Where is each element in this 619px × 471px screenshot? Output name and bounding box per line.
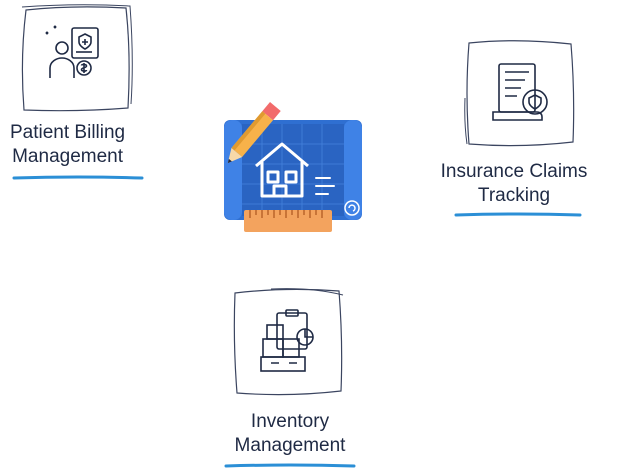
inventory-line1: Inventory <box>250 411 330 432</box>
sketch-frame <box>464 40 575 147</box>
insurance-claims-card <box>463 38 575 148</box>
patient-billing-line1: Patient Billing <box>10 122 126 143</box>
insurance-claims-line1: Insurance Claims <box>440 161 588 182</box>
insurance-claims-line2: Tracking <box>477 185 551 206</box>
inventory-label: Inventory Management <box>220 410 360 458</box>
blueprint-house-icon <box>218 98 368 238</box>
patient-billing-label: Patient Billing Management <box>10 121 125 169</box>
sketch-frame <box>233 288 344 396</box>
patient-billing-line2: Management <box>12 146 124 167</box>
sketch-frame <box>21 4 133 112</box>
patient-billing-card <box>18 4 133 114</box>
insurance-claims-underline <box>454 212 582 218</box>
inventory-underline <box>224 463 356 469</box>
patient-billing-underline <box>12 175 144 181</box>
inventory-card <box>231 287 344 397</box>
inventory-line2: Management <box>234 435 346 456</box>
insurance-claims-label: Insurance Claims Tracking <box>429 160 599 208</box>
